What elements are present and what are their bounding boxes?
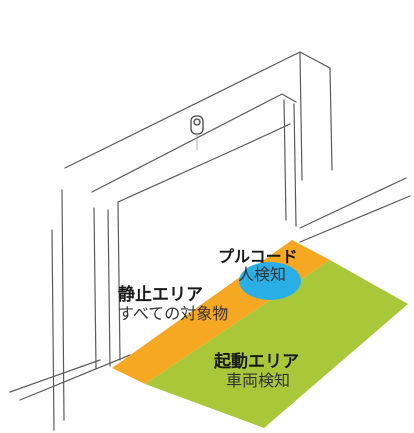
inner-frame-line xyxy=(293,103,297,227)
pullcord-label: プルコード 人検知 xyxy=(218,248,298,284)
inner-frame-line xyxy=(283,99,287,221)
inner-frame-line xyxy=(93,207,97,369)
stop-area-label: 静止エリア すべての対象物 xyxy=(118,285,229,324)
outer-frame-line xyxy=(61,189,65,421)
pullcord-detection-zone xyxy=(239,262,301,300)
outer-frame-line xyxy=(51,229,55,431)
inner-frame-line xyxy=(91,93,297,193)
pullcord-title: プルコード xyxy=(218,247,298,266)
floor-line xyxy=(9,359,101,393)
floor-line xyxy=(299,177,407,229)
inner-frame-line xyxy=(107,209,111,367)
outer-frame-line xyxy=(329,67,333,171)
stop-area-title: 静止エリア xyxy=(118,285,203,305)
inner-frame-line xyxy=(117,123,291,203)
start-area-subtitle: 車両検知 xyxy=(226,371,291,391)
outer-frame-line xyxy=(64,51,331,169)
start-area-label: 起動エリア 車両検知 xyxy=(214,352,299,391)
start-area xyxy=(145,260,408,428)
floor-line xyxy=(299,195,411,243)
floor-line xyxy=(19,354,131,401)
pullcord-device xyxy=(190,115,204,135)
stop-area-subtitle: すべての対象物 xyxy=(118,304,229,324)
pullcord-subtitle: 人検知 xyxy=(238,264,287,284)
outer-frame-line xyxy=(299,51,303,181)
inner-frame-line xyxy=(117,201,121,361)
start-area-title: 起動エリア xyxy=(214,352,299,372)
